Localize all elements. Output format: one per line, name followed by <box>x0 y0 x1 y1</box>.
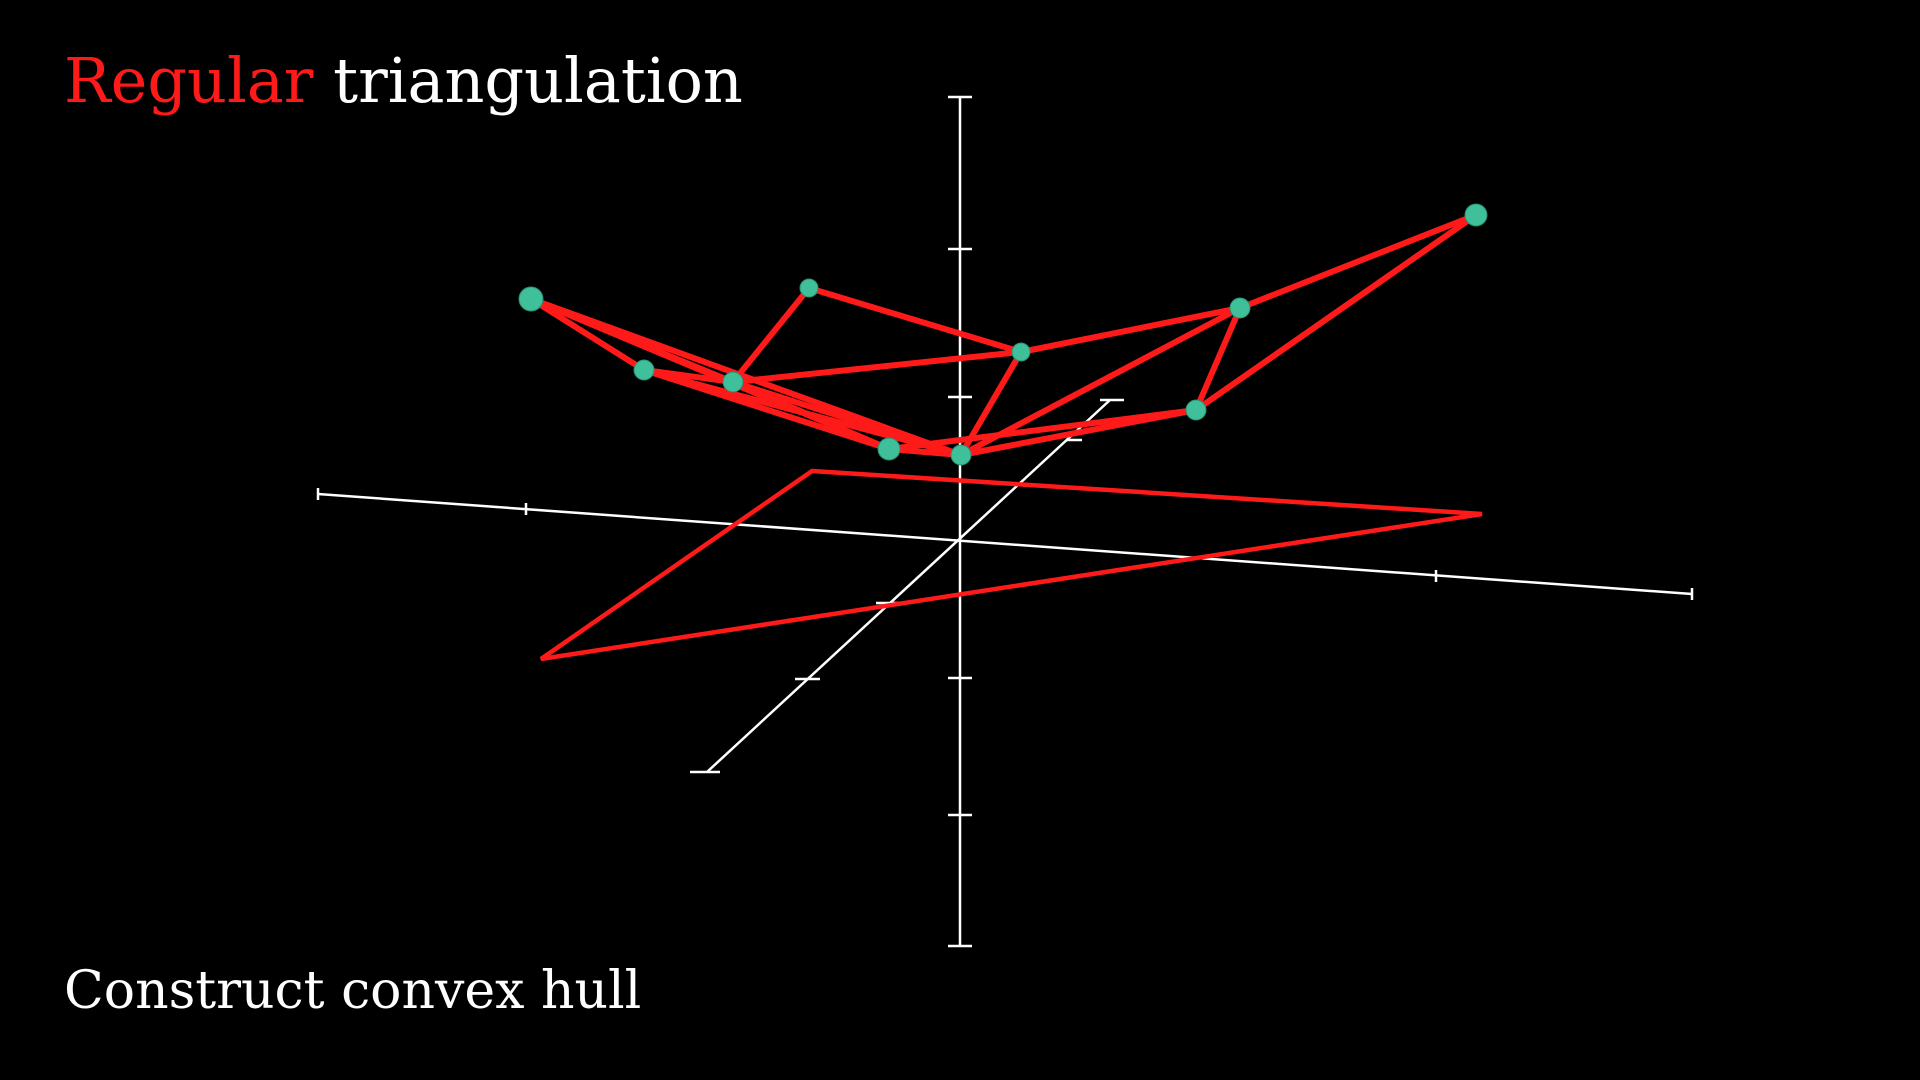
edge <box>730 285 812 385</box>
edge <box>1193 212 1479 413</box>
lifted-point <box>799 278 819 298</box>
lifted-point <box>1229 297 1251 319</box>
step-caption: Construct convex hull <box>64 961 642 1021</box>
title-rest: triangulation <box>333 44 743 117</box>
slide-title: Regular triangulation <box>64 50 743 112</box>
axes <box>316 95 1694 948</box>
lifted-point <box>877 437 901 461</box>
lifted-point <box>722 371 744 393</box>
edge <box>730 349 1024 385</box>
lifted-points <box>518 203 1488 466</box>
lifted-point <box>1464 203 1488 227</box>
axis-z <box>706 399 1111 773</box>
lifted-triangulation <box>528 212 1479 458</box>
lifted-point <box>950 444 972 466</box>
lifted-point <box>1011 342 1031 362</box>
edge <box>1237 212 1479 311</box>
edge <box>958 305 1243 458</box>
edge <box>528 296 647 373</box>
edge <box>1193 305 1243 413</box>
edge <box>806 285 1024 355</box>
projected-hull <box>539 468 1483 662</box>
lifted-point <box>518 286 544 312</box>
edge <box>886 446 964 458</box>
axis-x <box>317 492 1693 596</box>
lifted-point <box>633 359 655 381</box>
edge <box>1018 305 1243 355</box>
title-highlight-word: Regular <box>64 44 314 117</box>
edge <box>886 407 1199 452</box>
lifted-point <box>1185 399 1207 421</box>
